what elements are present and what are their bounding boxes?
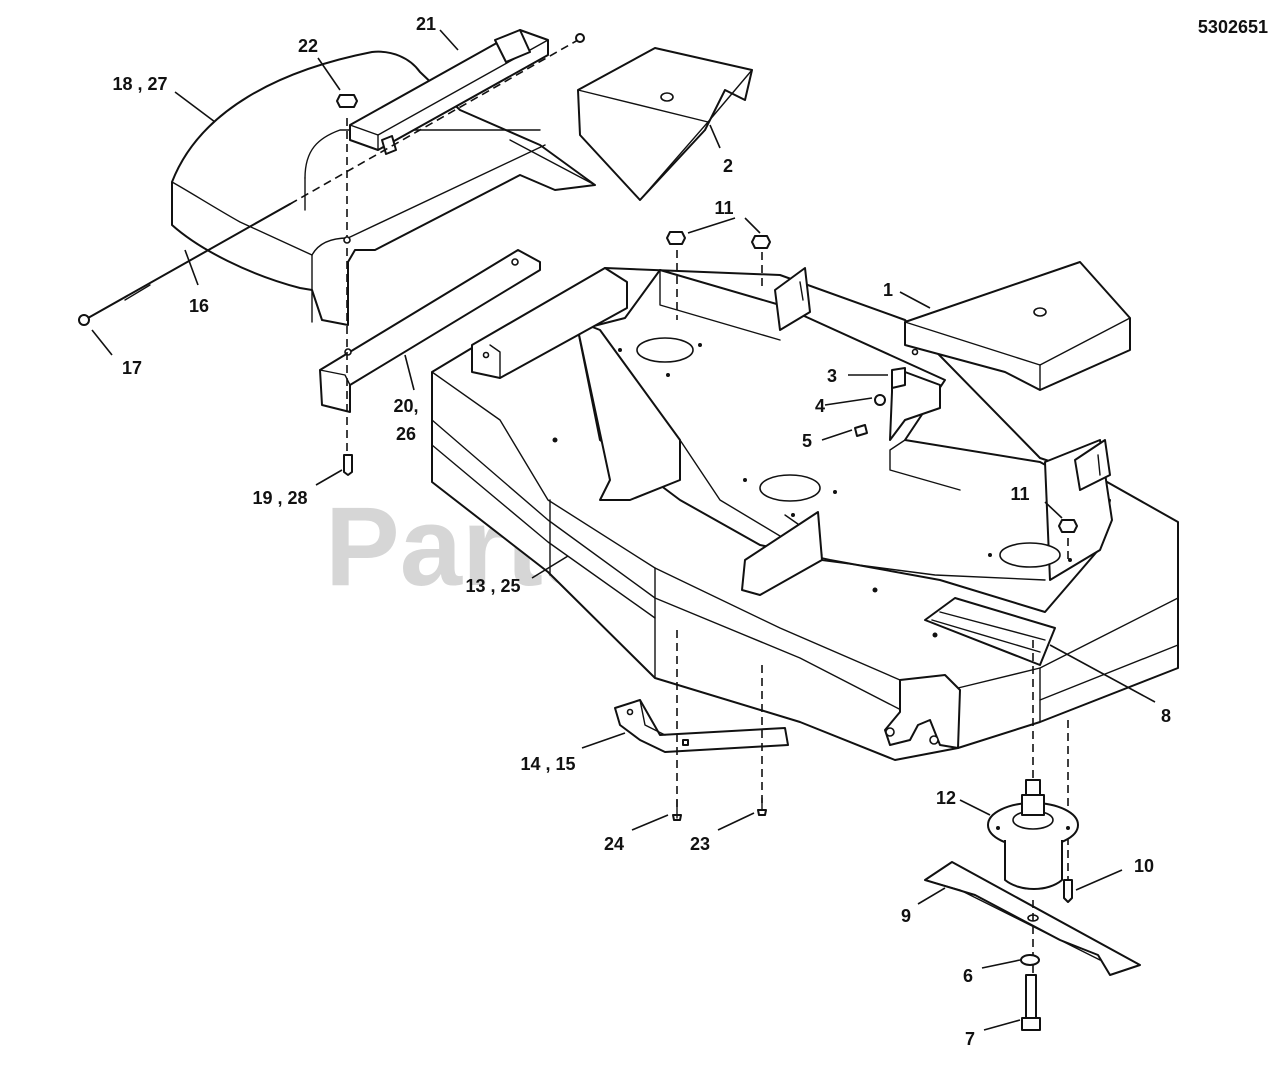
callout-labels: 21 22 18 , 27 16 17 20, 26 19 , 28 13 , … [112, 14, 1171, 1049]
deflector-bracket [319, 249, 541, 413]
callout-6: 6 [963, 966, 973, 986]
callout-17: 17 [122, 358, 142, 378]
callout-10: 10 [1134, 856, 1154, 876]
callout-23: 23 [690, 834, 710, 854]
mower-deck [431, 267, 1179, 761]
callout-18-27: 18 , 27 [112, 74, 167, 94]
callout-8: 8 [1161, 706, 1171, 726]
callout-9: 9 [901, 906, 911, 926]
callout-11-right: 11 [1010, 484, 1029, 504]
callout-21: 21 [416, 14, 436, 34]
spindle-assembly [924, 640, 1141, 1031]
callout-20: 20, [393, 396, 418, 416]
callout-3: 3 [827, 366, 837, 386]
callout-2: 2 [723, 156, 733, 176]
belt-cover-left [577, 47, 753, 201]
callout-13-25: 13 , 25 [465, 576, 520, 596]
callout-26: 26 [396, 424, 416, 444]
callout-7: 7 [965, 1029, 975, 1049]
callout-11-top: 11 [714, 198, 733, 218]
callout-5: 5 [802, 431, 812, 451]
callout-12: 12 [936, 788, 956, 808]
callout-1: 1 [883, 280, 893, 300]
idler-plate [854, 367, 941, 441]
chute-hardware [336, 94, 358, 476]
leader-lines [91, 29, 1156, 1031]
callout-16: 16 [189, 296, 209, 316]
callout-4: 4 [815, 396, 825, 416]
callout-24: 24 [604, 834, 624, 854]
callout-19-28: 19 , 28 [252, 488, 307, 508]
belt-cover-right [904, 261, 1131, 391]
callout-22: 22 [298, 36, 318, 56]
deck-nuts [666, 231, 1078, 560]
diagram-id: 5302651 [1198, 17, 1268, 37]
discharge-chute [171, 50, 596, 326]
callout-14-15: 14 , 15 [520, 754, 575, 774]
baffle [614, 630, 789, 821]
